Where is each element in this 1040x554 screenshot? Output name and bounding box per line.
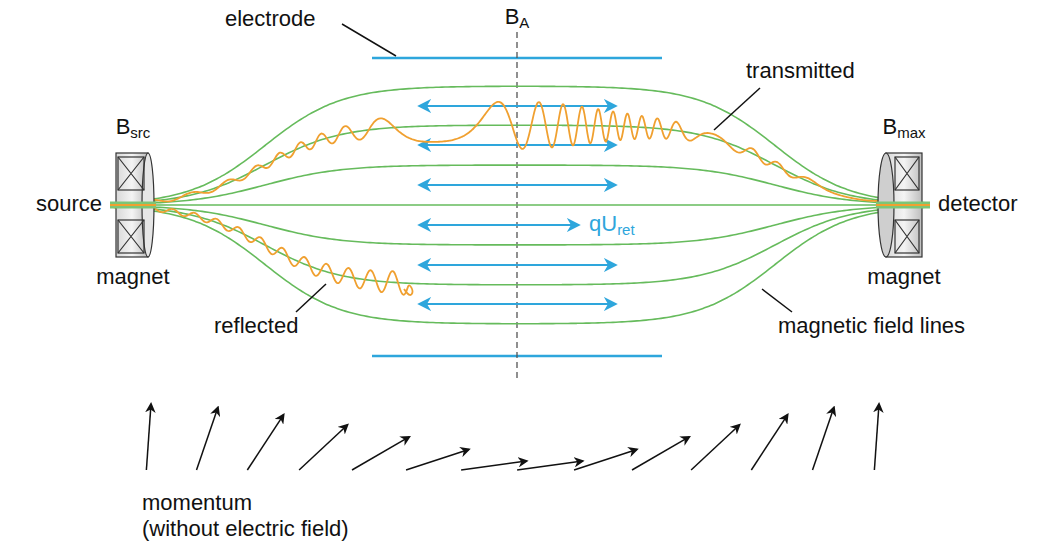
momentum-arrow bbox=[874, 404, 879, 470]
magnet-label: magnet bbox=[867, 264, 940, 290]
leader-line bbox=[762, 289, 792, 312]
detector-beam-core bbox=[876, 204, 930, 206]
field-symbol: Bmax bbox=[882, 114, 925, 140]
momentum-arrow bbox=[574, 449, 637, 470]
momentum-arrow bbox=[813, 408, 834, 470]
momentum-arrows bbox=[146, 404, 879, 470]
momentum-arrow bbox=[461, 461, 526, 470]
source-label: source bbox=[36, 191, 102, 217]
retarding-arrows bbox=[420, 106, 615, 304]
momentum-arrow bbox=[197, 408, 218, 470]
field-symbol: Bsrc bbox=[116, 114, 151, 140]
retarding-arrow bbox=[420, 184, 615, 186]
field-line bbox=[112, 125, 928, 203]
retarding-arrow bbox=[420, 303, 615, 305]
detector-beam bbox=[876, 202, 930, 209]
electrode-label: electrode bbox=[225, 6, 316, 32]
retarding-arrow bbox=[420, 224, 578, 226]
axis-note: momentum (without electric field) bbox=[142, 490, 349, 542]
detector-label: detector bbox=[938, 191, 1018, 217]
source-beam bbox=[110, 202, 156, 209]
field-line bbox=[112, 206, 928, 284]
leader-line bbox=[714, 88, 760, 130]
momentum-arrow bbox=[146, 404, 151, 470]
electron-tracks bbox=[112, 102, 928, 295]
momentum-arrow bbox=[517, 461, 582, 470]
momentum-arrow bbox=[691, 425, 739, 470]
track-label: transmitted bbox=[746, 58, 855, 84]
field-line-label: magnetic field lines bbox=[778, 313, 965, 339]
momentum-arrow bbox=[247, 415, 283, 470]
source-beam-core bbox=[110, 204, 156, 206]
leader-line bbox=[296, 284, 326, 312]
field-symbol: BA bbox=[502, 4, 533, 30]
field-lines bbox=[112, 86, 928, 323]
analysing-plane bbox=[516, 32, 517, 380]
field-line bbox=[112, 204, 928, 206]
retarding-arrow bbox=[420, 264, 615, 266]
field-line bbox=[112, 165, 928, 204]
momentum-arrow bbox=[632, 437, 689, 470]
momentum-arrow bbox=[751, 415, 787, 470]
field-line bbox=[112, 206, 928, 245]
retarding-arrow bbox=[420, 105, 615, 107]
field-line bbox=[112, 207, 928, 324]
leader-line bbox=[342, 24, 396, 56]
momentum-arrow bbox=[299, 425, 347, 470]
momentum-arrow bbox=[406, 449, 469, 470]
track-label: reflected bbox=[214, 313, 298, 339]
electron-track bbox=[112, 102, 928, 205]
potential-label: qUret bbox=[586, 211, 638, 237]
magnet-label: magnet bbox=[96, 264, 169, 290]
momentum-arrow bbox=[352, 437, 409, 470]
field-line bbox=[112, 86, 928, 203]
